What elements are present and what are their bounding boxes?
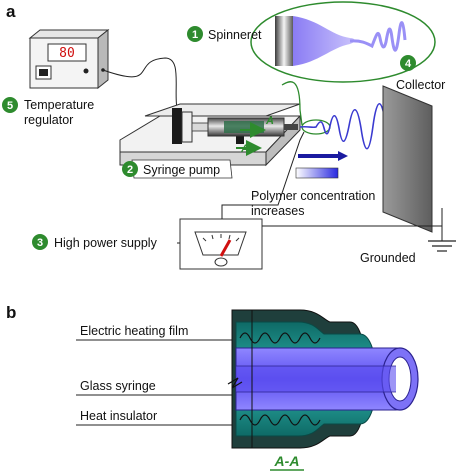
collector-label: Collector xyxy=(396,78,445,92)
panel-b-label: b xyxy=(6,303,16,322)
nozzle xyxy=(275,16,293,66)
svg-text:5: 5 xyxy=(7,100,13,112)
voltmeter xyxy=(194,231,247,267)
temperature-display xyxy=(47,43,87,62)
glass-syringe-label: Glass syringe xyxy=(80,379,156,393)
zoom-connector xyxy=(281,81,301,111)
grounded-label: Grounded xyxy=(360,251,416,265)
badge-5 xyxy=(2,97,18,113)
badge-1 xyxy=(187,26,203,42)
temperature-regulator-label-line1: Temperature xyxy=(24,98,94,112)
spinneret-wire xyxy=(221,131,305,219)
taylor-cone xyxy=(293,16,355,66)
temperature-regulator: 80 xyxy=(28,28,110,90)
heating-coil-top xyxy=(239,332,321,344)
svg-text:4: 4 xyxy=(405,58,412,70)
jet-detail xyxy=(349,21,407,52)
svg-text:A: A xyxy=(265,115,274,127)
high-power-supply-label: High power supply xyxy=(54,236,158,250)
badge-3 xyxy=(32,234,48,250)
collector-plate xyxy=(382,85,433,233)
syringe-pump-label: 2 Syringe pump xyxy=(122,159,233,179)
svg-text:1: 1 xyxy=(192,29,198,41)
svg-text:A: A xyxy=(240,143,249,155)
voltmeter-needle xyxy=(219,239,232,257)
break-symbol xyxy=(227,377,243,389)
temperature-display-value: 80 xyxy=(59,46,75,61)
heating-film-label: Electric heating film xyxy=(80,324,188,338)
svg-text:Syringe pump: Syringe pump xyxy=(143,163,220,177)
heat-insulator-label: Heat insulator xyxy=(80,409,157,423)
svg-text:2: 2 xyxy=(127,164,133,176)
section-label: A-A xyxy=(274,453,300,469)
badge-4 xyxy=(400,55,416,71)
polymer-note-line2: increases xyxy=(251,204,305,218)
spinneret-label: Spinneret xyxy=(208,28,262,42)
temperature-regulator-label-line2: regulator xyxy=(24,113,73,127)
heating-coil-bottom xyxy=(239,414,321,426)
output-terminal xyxy=(83,68,89,74)
panel-a-label: a xyxy=(6,2,16,21)
svg-text:3: 3 xyxy=(37,237,43,249)
concentration-gradient xyxy=(295,167,339,179)
syringe-cross-section xyxy=(227,309,419,449)
polymer-note-line1: Polymer concentration xyxy=(251,189,375,203)
spinneret-detail xyxy=(250,1,436,83)
